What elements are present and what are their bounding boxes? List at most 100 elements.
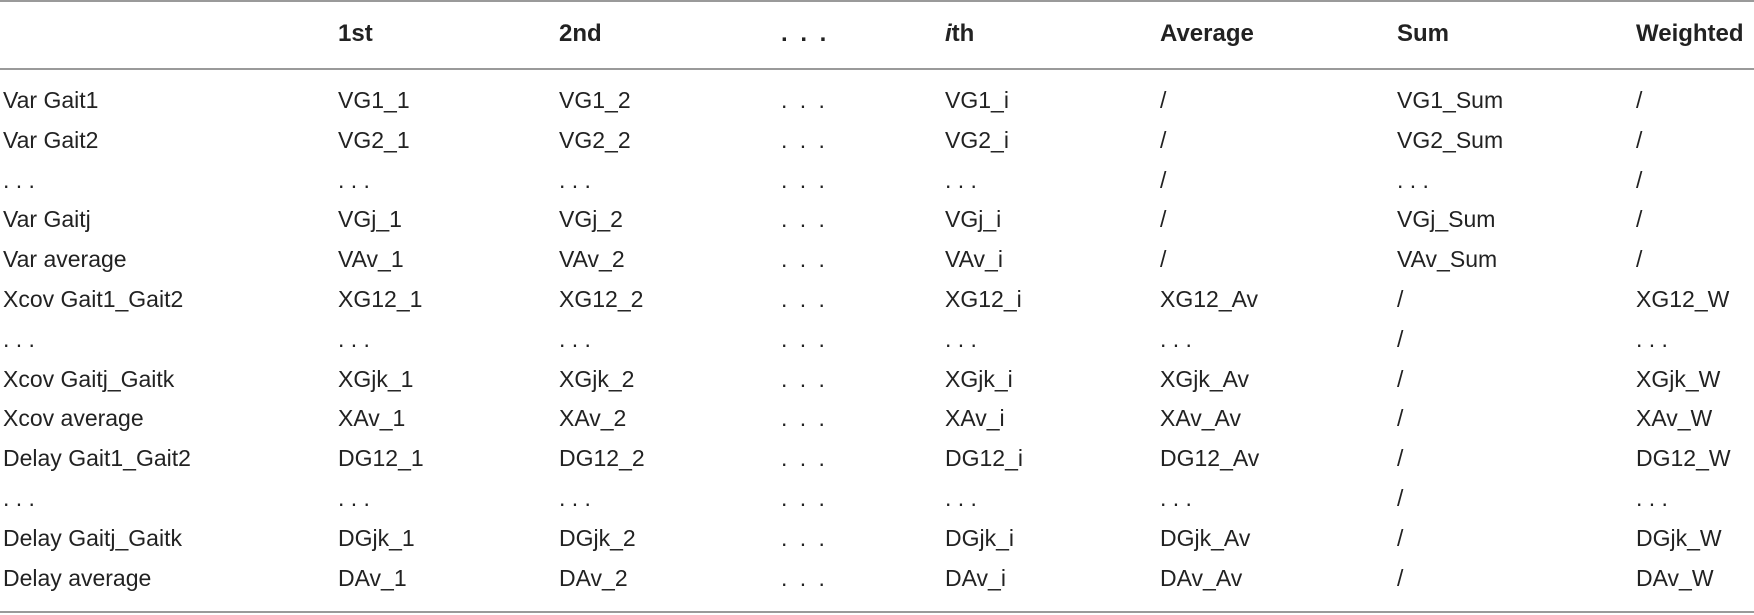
table-cell-col-weighted: / <box>1636 87 1643 113</box>
table-cell-col-ith: DG12_i <box>945 445 1023 472</box>
table-cell-col-sum: / <box>1397 325 1404 352</box>
table-cell-row-label: Delay Gaitj_Gaitk <box>3 524 182 551</box>
table-row: Delay Gait1_Gait2 DG12_1 DG12_2 . . . DG12_i… <box>0 438 1754 478</box>
table-cell-row-label: Delay average <box>3 564 152 591</box>
table-cell-col-2nd: VG1_2 <box>559 87 631 113</box>
table-cell-col-average: / <box>1160 206 1167 233</box>
table-cell-col-sum: . . . <box>1397 166 1429 193</box>
table-cell-col-ellipsis: . . . <box>781 87 828 113</box>
table-cell-col-ith: . . . <box>945 325 977 352</box>
header-cell-ith: ith <box>945 14 974 54</box>
table-cell-col-ellipsis: . . . <box>781 206 828 233</box>
table-cell-col-average: XAv_Av <box>1160 405 1241 432</box>
table-cell-col-weighted: XG12_W <box>1636 286 1730 312</box>
table-cell-col-average: / <box>1160 126 1167 153</box>
table-cell-col-weighted: / <box>1636 126 1643 153</box>
table-cell-col-average: / <box>1160 166 1167 193</box>
table-cell-col-2nd: . . . <box>559 325 591 352</box>
table-header-row: 1st 2nd . . . ith Average Sum Weighted <box>0 0 1754 68</box>
table-cell-col-2nd: VG2_2 <box>559 126 631 153</box>
header-cell-ith-italic: i <box>945 20 952 47</box>
table-cell-col-sum: VG2_Sum <box>1397 126 1504 153</box>
header-cell-ellipsis: . . . <box>781 20 830 47</box>
table-cell-col-ith: DGjk_i <box>945 524 1015 551</box>
table-cell-col-sum: / <box>1397 286 1404 312</box>
header-cell-2nd: 2nd <box>559 20 602 47</box>
table-cell-row-label: Var Gait1 <box>3 87 99 113</box>
table-cell-col-1st: XAv_1 <box>338 405 406 432</box>
table-cell-col-weighted: / <box>1636 246 1643 273</box>
table-top-rule <box>0 0 1754 2</box>
table-cell-col-ellipsis: . . . <box>781 445 828 472</box>
header-cell-1st: 1st <box>338 20 373 47</box>
table-cell-col-1st: VAv_1 <box>338 246 404 273</box>
table-cell-col-1st: DG12_1 <box>338 445 424 472</box>
table-cell-col-1st: DGjk_1 <box>338 524 415 551</box>
table-cell-col-2nd: XG12_2 <box>559 286 644 312</box>
table-cell-row-label: . . . <box>3 166 35 193</box>
table-cell-col-weighted: DG12_W <box>1636 445 1731 472</box>
header-cell-sum: Sum <box>1397 20 1450 47</box>
table-cell-col-weighted: / <box>1636 166 1643 193</box>
table-cell-col-ellipsis: . . . <box>781 286 828 312</box>
table-cell-col-ith: . . . <box>945 485 977 511</box>
table-cell-col-ellipsis: . . . <box>781 524 828 551</box>
table-cell-col-1st: . . . <box>338 166 370 193</box>
table-header-rule <box>0 68 1754 70</box>
table-cell-col-1st: XGjk_1 <box>338 365 414 392</box>
table-cell-col-ellipsis: . . . <box>781 365 828 392</box>
table-cell-col-ith: XGjk_i <box>945 365 1013 392</box>
table-cell-col-weighted: . . . <box>1636 485 1668 511</box>
table-cell-col-ellipsis: . . . <box>781 405 828 432</box>
table-cell-col-weighted: DAv_W <box>1636 564 1714 591</box>
table-cell-col-average: XGjk_Av <box>1160 365 1250 392</box>
table-cell-col-ith: . . . <box>945 166 977 193</box>
table-cell-col-2nd: DAv_2 <box>559 564 628 591</box>
table-row: . . .. . .. . .. . .. . .. . ./. . . <box>0 478 1754 518</box>
table-cell-row-label: . . . <box>3 485 35 511</box>
table-cell-col-ellipsis: . . . <box>781 564 828 591</box>
table-cell-col-1st: VG2_1 <box>338 126 410 153</box>
table-cell-row-label: Var average <box>3 246 127 273</box>
table-cell-col-weighted: / <box>1636 206 1643 233</box>
table-cell-col-average: DAv_Av <box>1160 564 1243 591</box>
table-cell-col-sum: VGj_Sum <box>1397 206 1496 233</box>
table-cell-col-weighted: . . . <box>1636 325 1668 352</box>
table-cell-col-ith: VAv_i <box>945 246 1003 273</box>
table-cell-col-1st: . . . <box>338 325 370 352</box>
table-cell-col-2nd: DG12_2 <box>559 445 645 472</box>
table-cell-col-ith: VG2_i <box>945 126 1009 153</box>
table-cell-col-average: DGjk_Av <box>1160 524 1251 551</box>
table-cell-col-2nd: XAv_2 <box>559 405 627 432</box>
header-cell-average: Average <box>1160 20 1254 47</box>
table-cell-row-label: . . . <box>3 325 35 352</box>
table-cell-row-label: Var Gait2 <box>3 126 99 153</box>
table-cell-col-2nd: DGjk_2 <box>559 524 636 551</box>
table-cell-col-1st: DAv_1 <box>338 564 407 591</box>
table-row: . . .. . .. . .. . .. . .. . ./. . . <box>0 319 1754 359</box>
table-cell-col-ellipsis: . . . <box>781 325 828 352</box>
table-cell-row-label: Xcov Gait1_Gait2 <box>3 286 184 312</box>
table-cell-col-average: . . . <box>1160 485 1192 511</box>
table-cell-col-weighted: XAv_W <box>1636 405 1713 432</box>
table-cell-col-sum: / <box>1397 405 1404 432</box>
table-cell-col-1st: . . . <box>338 485 370 511</box>
table-cell-row-label: Delay Gait1_Gait2 <box>3 445 191 472</box>
table-cell-col-sum: / <box>1397 524 1404 551</box>
table-row: Delay Gaitj_Gaitk DGjk_1 DGjk_2 . . . DGjk_i… <box>0 518 1754 558</box>
table-cell-col-ith: DAv_i <box>945 564 1006 591</box>
table-cell-col-ellipsis: . . . <box>781 166 828 193</box>
table-cell-col-2nd: . . . <box>559 166 591 193</box>
table-cell-col-average: XG12_Av <box>1160 286 1259 312</box>
table-cell-col-average: / <box>1160 87 1167 113</box>
table-cell-col-ith: XAv_i <box>945 405 1005 432</box>
table-cell-col-ith: VGj_i <box>945 206 1002 233</box>
table-row: . . . . . . . . . . . . . . . / . . . / <box>0 160 1754 200</box>
table-cell-col-1st: XG12_1 <box>338 286 423 312</box>
